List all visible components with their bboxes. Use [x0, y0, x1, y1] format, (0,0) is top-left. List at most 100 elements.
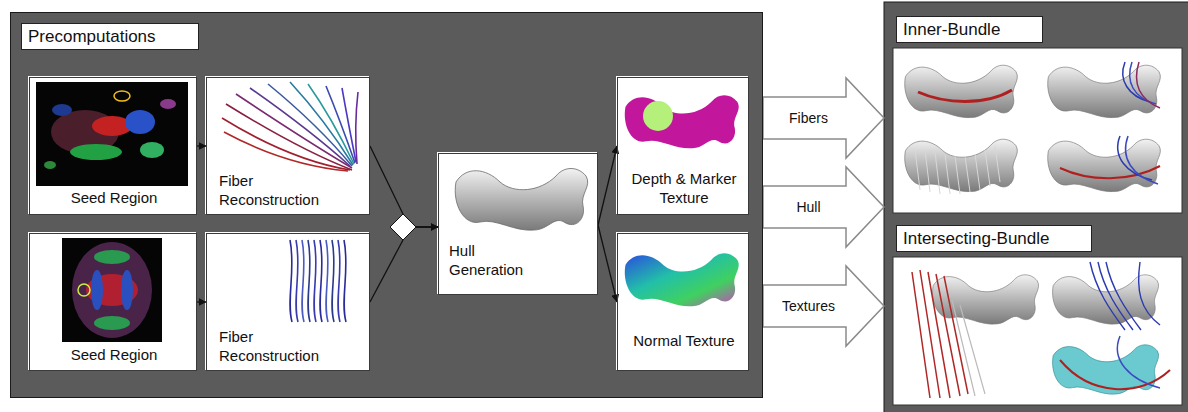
image-box: Seed Region: [29, 77, 197, 215]
image-ground: [616, 76, 748, 214]
fiber: [326, 240, 328, 322]
intersecting-bundle-views: [912, 262, 1170, 398]
box-caption: Normal Texture: [622, 332, 746, 351]
fiber: [1060, 360, 1170, 389]
image-ground: [437, 152, 597, 294]
fiber: [1060, 166, 1160, 178]
mri-blob: [125, 110, 155, 134]
fiber: [344, 240, 346, 322]
image-ground: [616, 232, 748, 370]
hull-shape: [1048, 65, 1161, 117]
mri-ground: [36, 82, 188, 186]
panel-ground: [10, 12, 763, 398]
arrow-label: Hull: [796, 199, 820, 216]
mri-blob: [52, 104, 72, 116]
fiber: [338, 240, 340, 322]
image-box: Normal Texture: [617, 233, 749, 371]
image-ground: [893, 257, 1182, 405]
block-arrow: [763, 78, 884, 158]
fiber: [314, 240, 316, 322]
seed-marker: [78, 284, 90, 296]
mri-blob: [91, 270, 103, 310]
seed-marker: [114, 91, 130, 101]
fiber: [236, 94, 352, 168]
fiber: [302, 240, 304, 322]
fiber: [290, 240, 292, 322]
image-ground: [205, 76, 369, 214]
image-box: Hull Generation: [438, 153, 598, 295]
mri-ground: [62, 238, 162, 342]
mri-blob: [160, 99, 176, 109]
flow-arrow: [197, 301, 206, 302]
flow-arrow: [197, 145, 206, 146]
mri-axial: [62, 238, 162, 342]
fiber: [918, 90, 1012, 102]
fiber: [326, 86, 355, 163]
fiber-fan: [222, 82, 358, 171]
mri-blob: [94, 250, 130, 264]
flow-arrow: [598, 146, 617, 225]
panel-title: Precomputations: [21, 23, 199, 50]
fiber-bundle: [290, 240, 346, 322]
mri-blob: [94, 316, 130, 330]
fiber: [915, 146, 1000, 194]
mri-blob: [70, 144, 122, 160]
panel-title: Intersecting-Bundle: [896, 225, 1092, 252]
box-caption: Depth & Marker Texture: [622, 170, 746, 208]
fiber: [952, 300, 985, 396]
arrow-label: Textures: [782, 298, 835, 315]
fiber: [1118, 136, 1152, 180]
fiber: [308, 240, 310, 322]
image-ground: [205, 232, 369, 370]
fiber: [224, 132, 348, 171]
image-box: Seed Region: [29, 233, 197, 371]
mri-blob: [72, 242, 152, 338]
depth-texture: [625, 95, 739, 148]
mri-blob: [121, 270, 133, 310]
fiber: [332, 240, 334, 322]
flow-arrow: [370, 227, 438, 302]
box-caption: Fiber Reconstruction: [219, 172, 331, 210]
fiber: [1117, 336, 1160, 388]
fiber: [1126, 136, 1158, 184]
inner-bundle-views: [905, 62, 1161, 194]
flow-arrow: [370, 146, 438, 227]
box-caption: Fiber Reconstruction: [219, 328, 331, 366]
mri-blob: [44, 161, 56, 169]
marker-spot: [643, 101, 673, 131]
panel-title: Inner-Bundle: [896, 16, 1043, 43]
hull-shape: [455, 169, 587, 231]
box-caption: Seed Region: [30, 346, 198, 365]
hull-shape: [905, 139, 1018, 191]
fiber: [268, 84, 352, 166]
group-panel: PrecomputationsSeed RegionFiber Reconstr…: [10, 12, 763, 398]
flow-arrow: [598, 225, 617, 302]
image-box: Depth & Marker Texture: [617, 77, 749, 215]
panel-ground: [884, 2, 1188, 412]
fiber: [356, 92, 358, 164]
hull-shape: [1048, 139, 1161, 191]
mri-blob: [140, 142, 164, 158]
fiber: [308, 84, 354, 164]
hull-shape: [905, 65, 1018, 117]
normal-texture: [625, 253, 739, 306]
fiber: [342, 88, 356, 162]
box-caption: Seed Region: [30, 189, 198, 208]
merge-diamond: [390, 214, 416, 240]
fiber: [296, 240, 298, 322]
mri-sagittal: [36, 82, 188, 186]
fiber: [320, 240, 322, 322]
result-panel: Intersecting-Bundle: [893, 222, 1182, 406]
result-panel: Inner-Bundle: [893, 14, 1182, 214]
fiber: [1137, 62, 1160, 108]
block-arrow: [763, 266, 884, 346]
hull-shape: [1053, 275, 1159, 324]
box-caption: Hull Generation: [449, 242, 534, 280]
block-arrow: [763, 167, 884, 247]
image-ground: [893, 48, 1182, 213]
arrow-label: Fibers: [789, 110, 828, 127]
fiber: [222, 118, 350, 170]
